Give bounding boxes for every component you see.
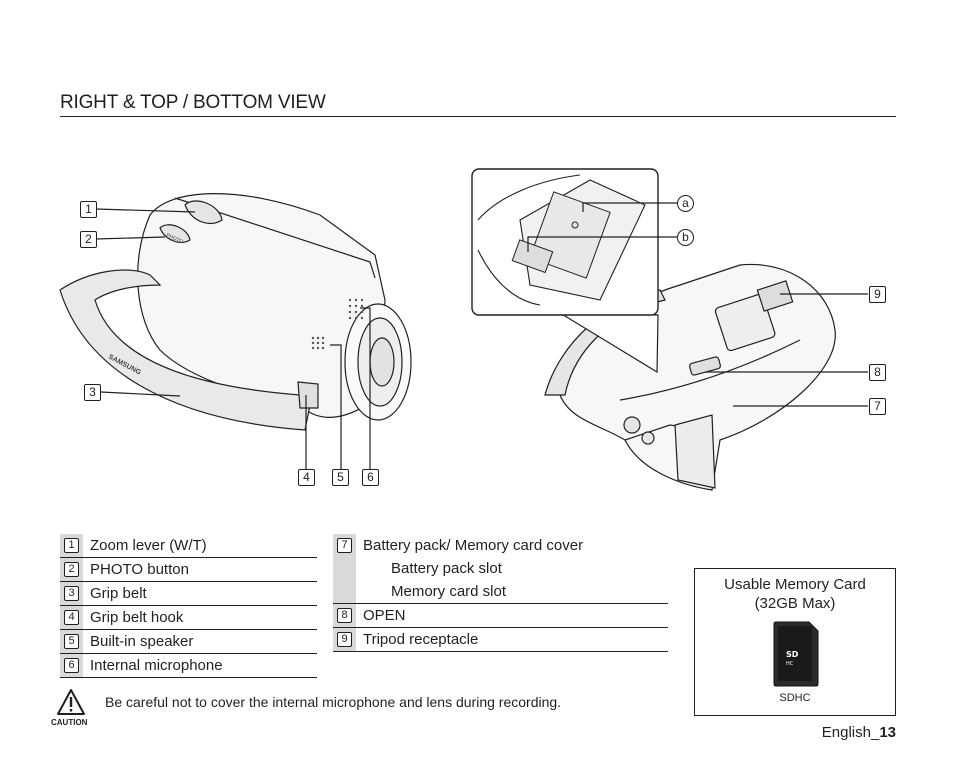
callout-a: a [677, 195, 694, 212]
legend-label: Zoom lever (W/T) [90, 537, 207, 554]
callout-8: 8 [869, 364, 886, 381]
legend-label: Internal microphone [90, 657, 223, 674]
page-title: RIGHT & TOP / BOTTOM VIEW [60, 92, 896, 117]
sd-card-icon: SD HC [773, 621, 819, 687]
svg-text:HC: HC [786, 661, 794, 667]
memory-card-box: Usable Memory Card (32GB Max) SD HC SDHC [694, 568, 896, 716]
legend-label: Tripod receptacle [363, 631, 479, 648]
callout-5: 5 [332, 469, 349, 486]
page-footer: English_13 [822, 724, 896, 741]
legend-label: Grip belt hook [90, 609, 184, 626]
caution-label: CAUTION [51, 718, 88, 727]
callout-1: 1 [80, 201, 97, 218]
legend-row-7a: Battery pack slot [333, 557, 668, 580]
memory-card-title-1: Usable Memory Card [724, 576, 866, 593]
legend-label: PHOTO button [90, 561, 189, 578]
camcorder-right-view [59, 193, 412, 431]
caution-text: Be careful not to cover the internal mic… [105, 694, 562, 710]
legend-sublabel: Battery pack slot [391, 560, 502, 577]
legend-label: OPEN [363, 607, 406, 624]
footer-language: English_ [821, 724, 880, 741]
memory-card-title-2: (32GB Max) [754, 595, 836, 612]
legend-label: Grip belt [90, 585, 147, 602]
svg-text:SD: SD [786, 650, 799, 659]
callout-7: 7 [869, 398, 886, 415]
caution-warning-icon [57, 689, 85, 715]
legend-row-7b: Memory card slot [333, 580, 668, 604]
callout-3: 3 [84, 384, 101, 401]
legend-label: Battery pack/ Memory card cover [363, 537, 584, 554]
callout-6: 6 [362, 469, 379, 486]
callout-b: b [677, 229, 694, 246]
callout-2: 2 [80, 231, 97, 248]
battery-compartment-inset [471, 168, 659, 316]
sd-card-type-label: SDHC [779, 692, 811, 704]
callout-4: 4 [298, 469, 315, 486]
callout-9: 9 [869, 286, 886, 303]
page-number: 13 [879, 724, 896, 741]
legend-sublabel: Memory card slot [391, 583, 507, 600]
legend-label: Built-in speaker [90, 633, 194, 650]
